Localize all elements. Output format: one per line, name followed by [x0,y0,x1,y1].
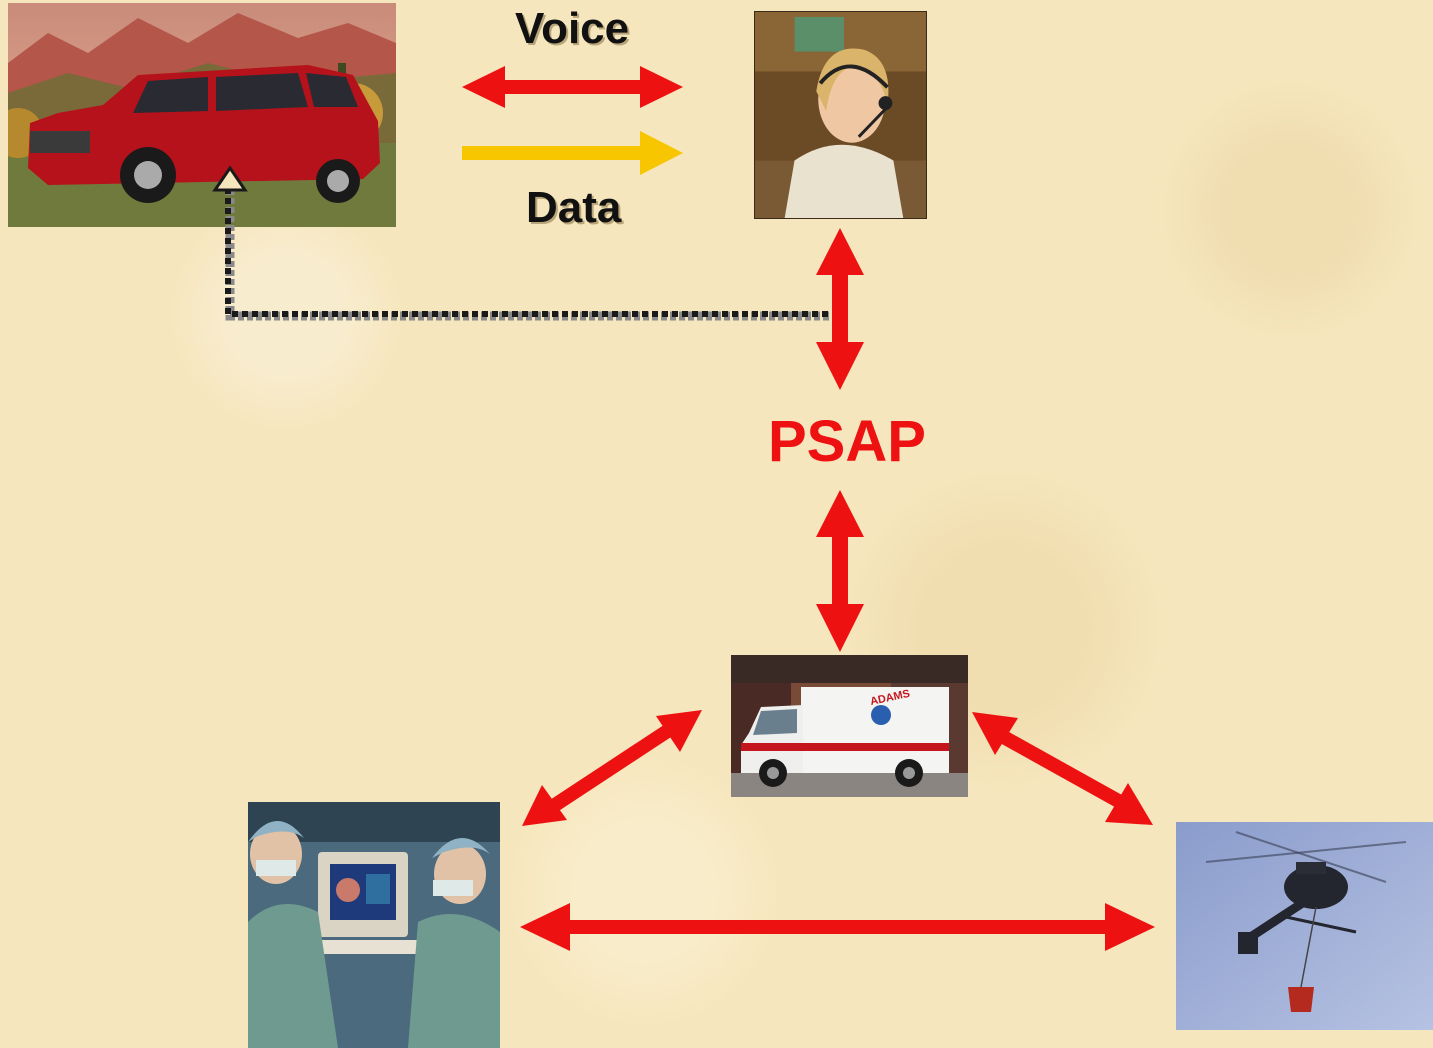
calltaker-psap-arrow [816,228,864,390]
hospital-photo [248,802,500,1048]
data-arrow [462,131,683,175]
ambulance-helicopter-arrow [972,712,1153,825]
ambulance-hospital-arrow [522,710,702,826]
voice-arrow [462,66,683,108]
helicopter-photo [1176,822,1433,1030]
data-label: Data [526,183,622,232]
psap-label: PSAP [768,409,926,474]
call-taker-photo [754,11,927,219]
hospital-helicopter-arrow [520,903,1155,951]
psap-ambulance-arrow [816,490,864,652]
voice-label: Voice [515,4,630,53]
ambulance-photo: ADAMS [731,655,968,797]
vehicle-photo [8,3,396,227]
